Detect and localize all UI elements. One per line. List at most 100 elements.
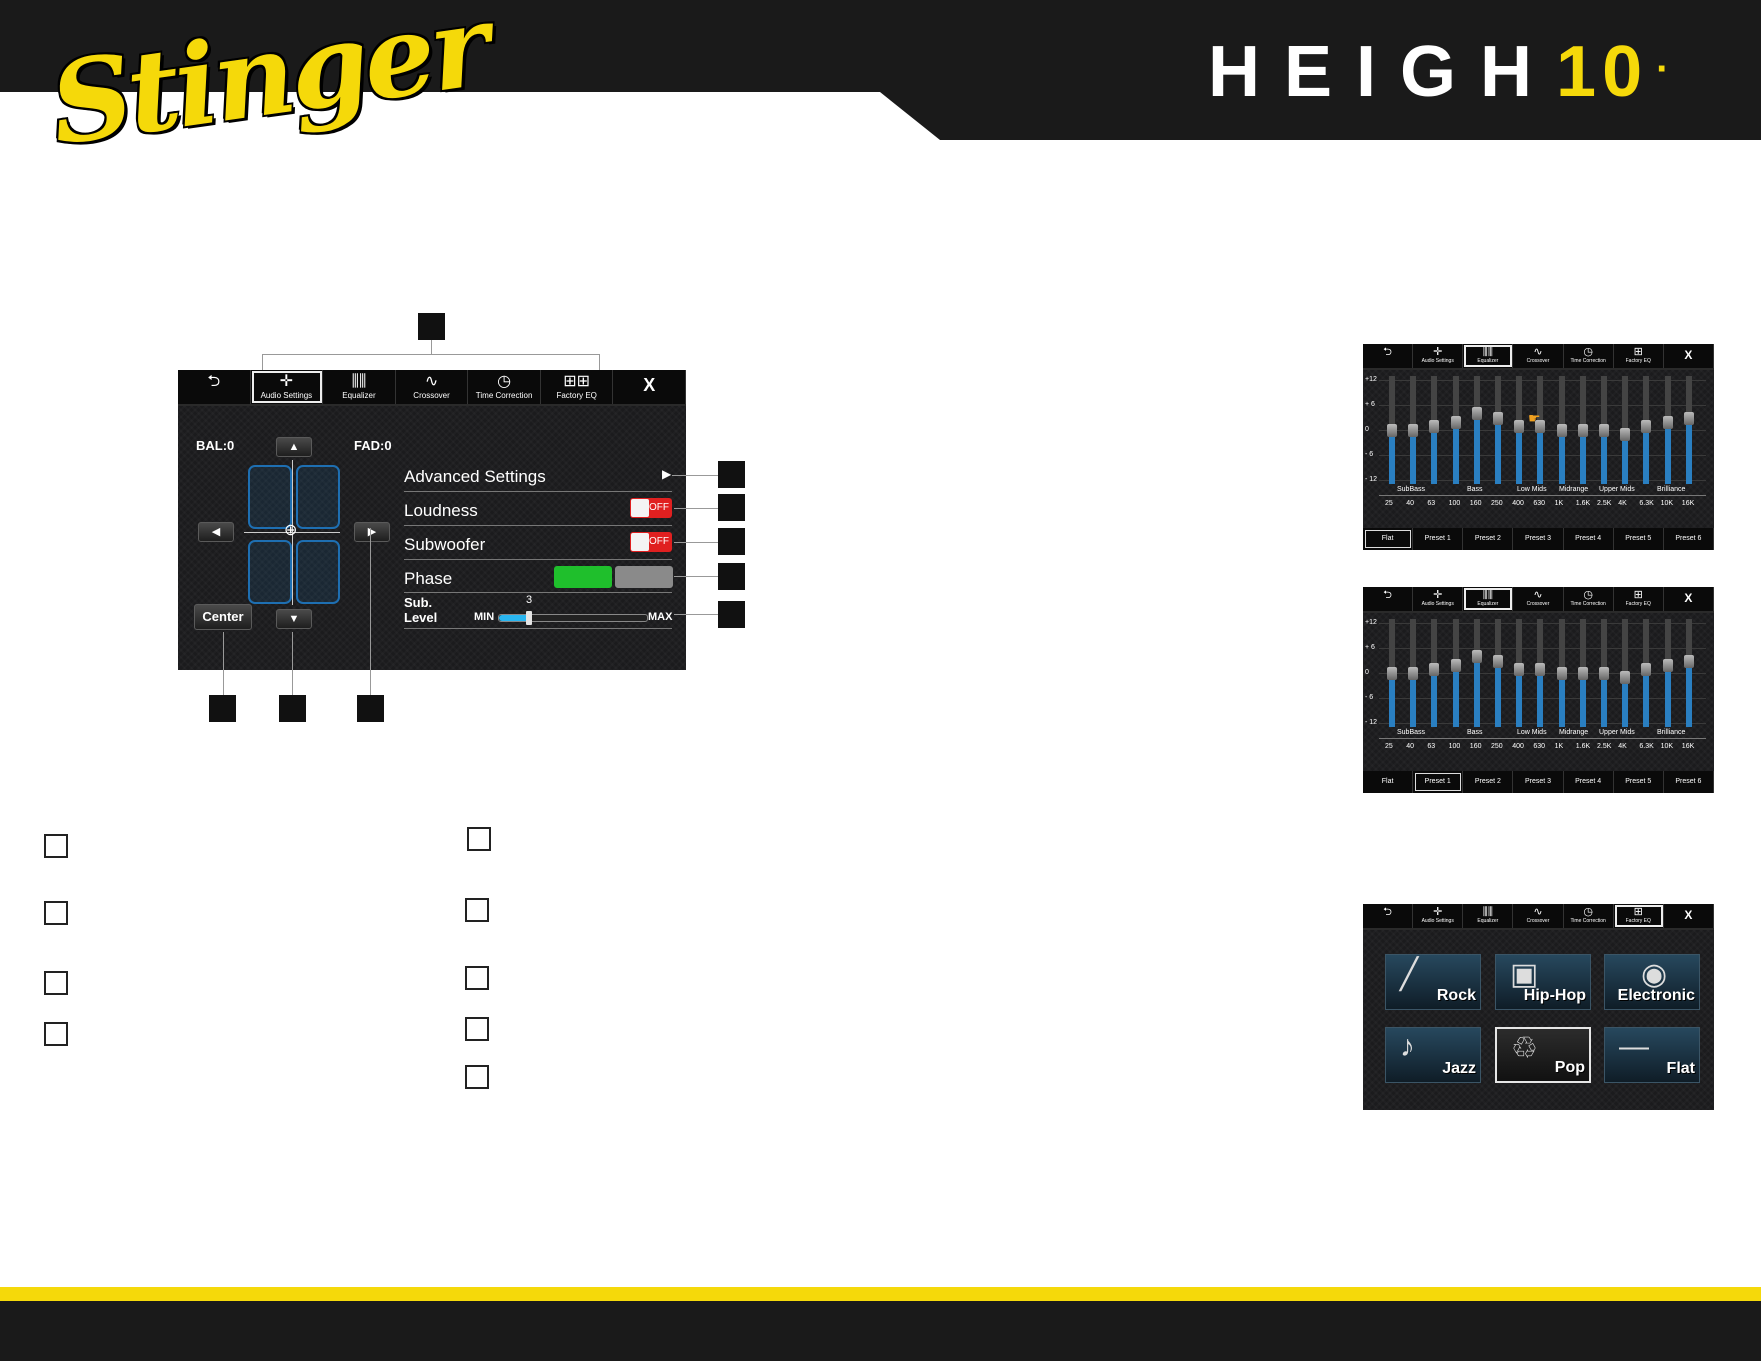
advanced-settings-arrow-icon[interactable]: ▶ <box>662 467 672 481</box>
tab-audio-settings[interactable]: ✛Audio Settings <box>1413 904 1464 928</box>
sub-level-slider-knob[interactable] <box>525 611 532 625</box>
eq1-preset-bar: Flat Preset 1 Preset 2 Preset 3 Preset 4… <box>1363 528 1714 550</box>
eq-frequency-label: 2.5K <box>1597 743 1612 750</box>
tab-audio-settings[interactable]: ✛Audio Settings <box>251 370 324 404</box>
eq-slider-knob[interactable] <box>1408 424 1419 437</box>
tab-back[interactable]: ⮌ <box>178 370 251 404</box>
balance-right-button[interactable]: ▶ <box>354 522 390 542</box>
eq-y-label: + 6 <box>1365 401 1375 408</box>
center-button[interactable]: Center <box>194 604 252 630</box>
eq-slider-knob[interactable] <box>1408 667 1419 680</box>
eq-slider-knob[interactable] <box>1641 419 1652 433</box>
tab-equalizer[interactable]: ⫼⫼Equalizer <box>1463 587 1514 611</box>
eq-slider-fill <box>1558 430 1565 484</box>
eq-slider-knob[interactable] <box>1493 654 1503 668</box>
tab-crossover[interactable]: ∿Crossover <box>396 370 469 404</box>
tab-equalizer[interactable]: ⫼⫼Equalizer <box>1463 904 1514 928</box>
advanced-settings-label[interactable]: Advanced Settings <box>404 467 546 486</box>
loudness-toggle[interactable]: OFF <box>630 498 672 518</box>
tab-factory-eq[interactable]: ⊞Factory EQ <box>1614 587 1664 611</box>
genre-rock-button[interactable]: ╱Rock <box>1385 954 1481 1010</box>
eq-slider-knob[interactable] <box>1493 411 1503 425</box>
balance-left-button[interactable]: ◀ <box>198 522 234 542</box>
tab-close[interactable]: X <box>1664 587 1714 611</box>
tab-back[interactable]: ⮌ <box>1363 344 1414 368</box>
preset-1[interactable]: Preset 1 <box>1413 528 1464 550</box>
eq-slider-knob[interactable] <box>1387 667 1397 680</box>
genre-hiphop-button[interactable]: ▣Hip-Hop <box>1495 954 1591 1010</box>
eq-slider-knob[interactable] <box>1471 650 1482 664</box>
tab-audio-settings[interactable]: ✛Audio Settings <box>1413 344 1464 368</box>
phase-180-button[interactable] <box>615 566 673 588</box>
eq-slider-knob[interactable] <box>1471 407 1482 421</box>
tab-time-correction[interactable]: ◷Time Correction <box>1564 344 1614 368</box>
eq-slider-knob[interactable] <box>1662 415 1673 429</box>
fader-down-button[interactable]: ▼ <box>276 609 312 629</box>
preset-4[interactable]: Preset 4 <box>1564 771 1614 793</box>
eq-slider-knob[interactable] <box>1577 424 1588 437</box>
tab-equalizer[interactable]: ⫼⫼Equalizer <box>323 370 396 404</box>
tab-close[interactable]: X <box>613 370 686 404</box>
preset-flat[interactable]: Flat <box>1363 528 1414 550</box>
preset-6[interactable]: Preset 6 <box>1664 771 1714 793</box>
eq-slider-knob[interactable] <box>1514 662 1525 676</box>
tab-time-correction[interactable]: ◷Time Correction <box>468 370 541 404</box>
tab-factory-eq[interactable]: ⊞Factory EQ <box>1614 344 1664 368</box>
back-arrow-icon: ⮌ <box>1383 346 1392 358</box>
sub-level-slider-track[interactable] <box>498 611 648 625</box>
eq-slider-knob[interactable] <box>1535 419 1546 433</box>
eq-frequency-label: 1.6K <box>1575 500 1591 507</box>
preset-1[interactable]: Preset 1 <box>1413 771 1464 793</box>
eq-slider-knob[interactable] <box>1620 428 1631 442</box>
tab-time-correction[interactable]: ◷Time Correction <box>1564 587 1614 611</box>
preset-3[interactable]: Preset 3 <box>1513 771 1564 793</box>
preset-5[interactable]: Preset 5 <box>1614 528 1664 550</box>
eq-slider-knob[interactable] <box>1599 424 1609 437</box>
balance-fader-handle-icon[interactable]: ⊕ <box>284 522 298 539</box>
eq-slider-knob[interactable] <box>1514 419 1525 433</box>
eq-slider-knob[interactable] <box>1577 667 1588 680</box>
eq-frequency-label: 160 <box>1469 500 1482 507</box>
phase-0-button[interactable] <box>554 566 612 588</box>
tab-factory-eq[interactable]: ⊞Factory EQ <box>1614 904 1664 928</box>
eq-slider-knob[interactable] <box>1450 658 1461 672</box>
preset-4[interactable]: Preset 4 <box>1564 528 1614 550</box>
tab-close[interactable]: X <box>1664 904 1714 928</box>
eq-slider-knob[interactable] <box>1683 411 1694 425</box>
eq-slider-knob[interactable] <box>1599 667 1609 680</box>
tab-back[interactable]: ⮌ <box>1363 587 1414 611</box>
eq-slider-knob[interactable] <box>1450 415 1461 429</box>
genre-pop-button[interactable]: ♲Pop <box>1495 1027 1591 1083</box>
genre-electronic-button[interactable]: ◉Electronic <box>1604 954 1700 1010</box>
tab-crossover[interactable]: ∿Crossover <box>1513 587 1564 611</box>
eq-slider-knob[interactable] <box>1556 667 1567 680</box>
genre-flat-button[interactable]: —Flat <box>1604 1027 1700 1083</box>
eq-slider-knob[interactable] <box>1556 424 1567 437</box>
tab-audio-settings[interactable]: ✛Audio Settings <box>1413 587 1464 611</box>
tab-close[interactable]: X <box>1664 344 1714 368</box>
eq-slider-knob[interactable] <box>1620 671 1631 685</box>
eq-slider-knob[interactable] <box>1429 662 1440 676</box>
tab-equalizer[interactable]: ⫼⫼Equalizer <box>1463 344 1514 368</box>
subwoofer-toggle[interactable]: OFF <box>630 532 672 552</box>
eq-slider-knob[interactable] <box>1535 662 1546 676</box>
tab-time-correction[interactable]: ◷Time Correction <box>1564 904 1614 928</box>
tab-crossover[interactable]: ∿Crossover <box>1513 344 1564 368</box>
eq-slider-knob[interactable] <box>1641 662 1652 676</box>
fader-up-button[interactable]: ▲ <box>276 437 312 457</box>
preset-2[interactable]: Preset 2 <box>1463 771 1514 793</box>
eq-slider-knob[interactable] <box>1387 424 1397 437</box>
tab-crossover[interactable]: ∿Crossover <box>1513 904 1564 928</box>
preset-2[interactable]: Preset 2 <box>1463 528 1514 550</box>
eq-slider-knob[interactable] <box>1683 654 1694 668</box>
preset-3[interactable]: Preset 3 <box>1513 528 1564 550</box>
eq-slider-knob[interactable] <box>1662 658 1673 672</box>
tab-back[interactable]: ⮌ <box>1363 904 1414 928</box>
preset-5[interactable]: Preset 5 <box>1614 771 1664 793</box>
eq-slider-knob[interactable] <box>1429 419 1440 433</box>
preset-6[interactable]: Preset 6 <box>1664 528 1714 550</box>
tab-factory-eq[interactable]: ⊞⊞Factory EQ <box>541 370 614 404</box>
genre-jazz-button[interactable]: ♪Jazz <box>1385 1027 1481 1083</box>
separator <box>404 592 672 593</box>
preset-flat[interactable]: Flat <box>1363 771 1414 793</box>
